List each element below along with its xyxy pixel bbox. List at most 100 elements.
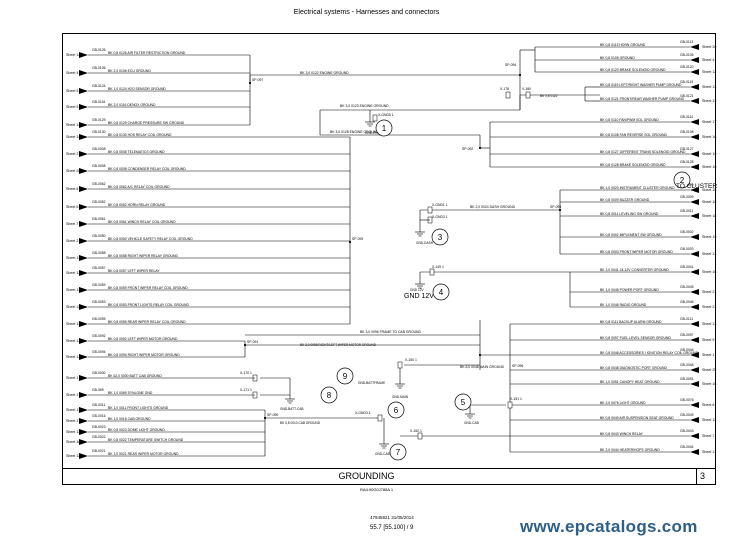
connector-arrow [690, 98, 699, 104]
connector-pin [397, 361, 403, 369]
cluster-label: TO CLUSTER [676, 183, 717, 190]
center-wire-label: BK 0,8 0122 [540, 94, 558, 98]
connector-arrow [690, 69, 699, 75]
right-wire-label: BK 1,0 0051 CANOPY HEAT GROUND [600, 380, 660, 384]
connector-arrow [79, 186, 88, 192]
right-connector-code: GB-0045 [680, 285, 694, 289]
connector-arrow [690, 44, 699, 50]
left-wire-label: BK 0,8 0062 A/C RELAY COIL GROUND [108, 185, 170, 189]
left-sheet-ref: Sheet 5 [66, 89, 78, 93]
connector-arrow [79, 270, 88, 276]
connector-arrow [690, 134, 699, 140]
ground-point-number: 5 [461, 398, 466, 407]
left-wire-label: BK 0,8 0052 HORN RELAY GROUND [108, 203, 166, 207]
ground-label: GND 12V [410, 288, 425, 292]
left-sheet-ref: Sheet 13 [66, 256, 80, 260]
right-sheet-ref: Sheet 19 [702, 152, 716, 156]
right-sheet-ref: Sheet 15 [702, 188, 716, 192]
ground-label: GND-BATTFRAME [358, 381, 385, 385]
right-sheet-ref: Sheet 16 [702, 382, 716, 386]
left-sheet-ref: Sheet 13 [66, 271, 80, 275]
right-connector-code: GB-0127 [680, 147, 694, 151]
ground-label: GND-CAB [464, 421, 479, 425]
left-sheet-ref: Sheet 13 [66, 355, 80, 359]
left-connector-code: GB-0116 [92, 100, 105, 104]
right-sheet-ref: Sheet 13 [702, 322, 716, 326]
left-connector-code: GB-069 [92, 388, 104, 392]
right-wire-label: BK 0,8 0121 FRONT/REAR WASHER PUMP GROUN… [600, 97, 685, 101]
connector-arrow [79, 439, 88, 445]
right-sheet-ref: Sheet 17 [702, 120, 716, 124]
ground-point-badge [336, 367, 354, 385]
connector-pin [525, 91, 531, 99]
right-connector-code: GB-0002 [680, 230, 694, 234]
right-sheet-ref: Sheet 18 [702, 200, 716, 204]
center-wire-label: BK 8,0 0048 MAIN GROUND [460, 365, 505, 369]
left-connector-code: GB-0008 [92, 147, 106, 151]
right-connector-code: GB-0120 [680, 65, 694, 69]
left-sheet-ref: Sheet 13 [66, 288, 80, 292]
connector-arrow [79, 429, 88, 435]
right-sheet-ref: Sheet 20 [702, 45, 716, 49]
splice-label: SP-093 [352, 237, 363, 241]
left-wire-label: BK 1,0 0021 REAR WIPER MOTOR GROUND [108, 452, 179, 456]
right-sheet-ref: Sheet 7 [702, 434, 714, 438]
connector-arrow [690, 84, 699, 90]
left-connector-code: GB-0050 [92, 234, 106, 238]
page-header: Electrical systems - Harnesses and conne… [293, 9, 440, 16]
left-connector-code: GB-0092 [92, 334, 106, 338]
right-wire-label: BK 0,8 0128 BRAKE SOLENOID GROUND [600, 163, 666, 167]
right-wire-label: BK 0,8 0009 BUZZER GROUND [600, 198, 650, 202]
splice-dot [348, 240, 352, 244]
ground-point-number: 1 [382, 124, 387, 133]
left-sheet-ref: Sheet 6 [66, 205, 78, 209]
connector-arrow [690, 213, 699, 219]
left-connector-code: GB-0000 [92, 371, 106, 375]
connector-arrow [690, 251, 699, 257]
right-wire-label: BK 1,0 0020 INSTRUMENT CLUSTER GROUND [600, 186, 675, 190]
connector-label: X-GND3 1 [432, 215, 448, 219]
connector-arrow [79, 168, 88, 174]
left-wire-label: BK 0,8 0058 RIGHT WIPER RELAY GROUND [108, 254, 178, 258]
connector-arrow [690, 151, 699, 157]
ground-point-number: 4 [439, 288, 444, 297]
ground-point-badge [387, 401, 405, 419]
connector-arrow [690, 234, 699, 240]
right-wire-label: BK 2,0 0076 LIGHT GROUND [600, 401, 646, 405]
connector-arrow [79, 151, 88, 157]
left-wire-label: BK 1,0 0016 CAB GROUND [108, 417, 151, 421]
splice-label: SP-091 [247, 340, 258, 344]
left-connector-code: GB-0011 [92, 403, 105, 407]
connector-arrow [690, 119, 699, 125]
connector-arrow [690, 304, 699, 310]
right-sheet-ref: Sheet 10 [702, 165, 716, 169]
connector-label: X-GND5 1 [378, 113, 394, 117]
left-connector-code: GB-0126 [92, 48, 106, 52]
connector-pin [505, 91, 511, 99]
left-wire-label: BK 0,8 0055 REAR WIPER RELAY COIL GROUND [108, 320, 186, 324]
connector-arrow [690, 449, 699, 455]
right-connector-code: GB-0049 [680, 413, 694, 417]
connector-label: X-152 1 [410, 429, 422, 433]
left-sheet-ref: Sheet 17 [66, 419, 80, 423]
connector-arrow [690, 381, 699, 387]
left-sheet-ref: Sheet 14 [66, 53, 80, 57]
connector-arrow [79, 338, 88, 344]
right-connector-code: GB-0041 [680, 265, 694, 269]
connector-arrow [690, 337, 699, 343]
right-sheet-ref: Sheet 11 [702, 450, 716, 454]
connector-arrow [79, 204, 88, 210]
center-wire-label: BK 2,0 0024 DASH GROUND [470, 205, 516, 209]
connector-arrow [79, 287, 88, 293]
right-sheet-ref: Sheet 12 [702, 70, 716, 74]
center-wire-label: BK 3,0 0098 RIGHT/LEFT WIPER MOTOR GROUN… [300, 343, 377, 347]
right-connector-code: GB-0048 [680, 363, 694, 367]
ground-point-number: 6 [394, 406, 399, 415]
left-wire-label: BK 0,8 0050 VEHICLE SAFETY RELAY COIL GR… [108, 237, 193, 241]
connector-arrow [79, 255, 88, 261]
connector-arrow [79, 52, 88, 58]
right-connector-code: GB-0009 [680, 195, 694, 199]
right-wire-label: BK 0,8 0049 AIR SUSPENSION SEAT GROUND [600, 416, 674, 420]
connector-arrow [690, 352, 699, 358]
right-sheet-ref: Sheet 25 [702, 368, 716, 372]
